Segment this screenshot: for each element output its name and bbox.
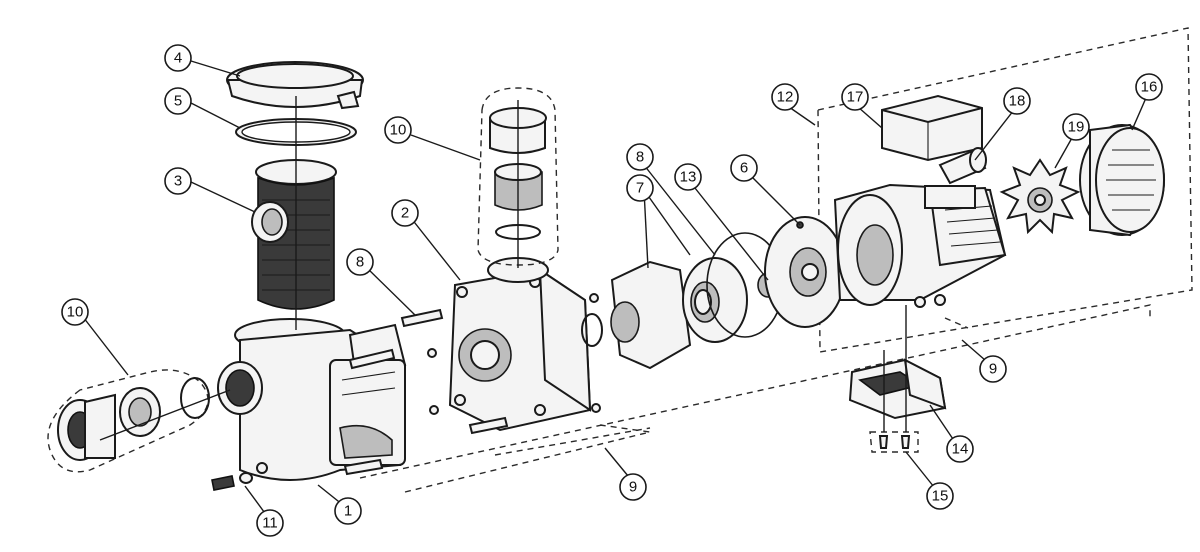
callout-19-label: 19 <box>1068 119 1085 136</box>
callout-16-label: 16 <box>1141 79 1158 96</box>
terminal-box <box>881 94 983 162</box>
callout-14-label: 14 <box>952 441 969 458</box>
fan-cover <box>1079 123 1166 237</box>
callout-15: 15 <box>926 482 954 510</box>
callout-3: 3 <box>164 167 192 195</box>
callout-10-left: 10 <box>61 298 89 326</box>
strainer-basket <box>251 159 337 310</box>
callout-8-left-label: 8 <box>356 254 364 271</box>
callout-9-right-label: 9 <box>989 361 997 378</box>
callout-9-bottom-label: 9 <box>629 479 637 496</box>
base-screws <box>878 305 911 449</box>
callout-1: 1 <box>334 497 362 525</box>
assembly-axes <box>99 96 519 441</box>
callout-18: 18 <box>1003 87 1031 115</box>
drain-plug <box>211 472 253 491</box>
callout-9-right: 9 <box>979 355 1007 383</box>
callout-2-label: 2 <box>401 205 409 222</box>
motor <box>833 183 1007 308</box>
bolts <box>343 293 601 476</box>
callout-19: 19 <box>1062 113 1090 141</box>
callout-1-label: 1 <box>344 503 352 520</box>
callout-5: 5 <box>164 87 192 115</box>
capacitor <box>938 147 987 185</box>
callout-16: 16 <box>1135 73 1163 101</box>
pump-lid <box>226 61 364 110</box>
callout-11: 11 <box>256 509 284 537</box>
assembly-outlines <box>359 27 1193 493</box>
callout-8-right-label: 8 <box>636 149 644 166</box>
callout-3-label: 3 <box>174 173 182 190</box>
callout-8-right: 8 <box>626 143 654 171</box>
motor-adapter <box>764 216 846 328</box>
callout-10-top: 10 <box>384 116 412 144</box>
callout-9-bottom: 9 <box>619 473 647 501</box>
callout-17-label: 17 <box>847 89 864 106</box>
callout-10-left-label: 10 <box>67 304 84 321</box>
callout-18-label: 18 <box>1009 93 1026 110</box>
callout-12: 12 <box>771 83 799 111</box>
callout-14: 14 <box>946 435 974 463</box>
leader-lines <box>79 60 1150 521</box>
callout-10-top-label: 10 <box>390 122 407 139</box>
motor-base <box>848 358 947 420</box>
callout-7-label: 7 <box>636 180 644 197</box>
pump-housing <box>217 318 407 481</box>
callout-6: 6 <box>730 154 758 182</box>
union-fitting-left <box>47 369 210 473</box>
callout-13-label: 13 <box>680 169 697 186</box>
callout-4: 4 <box>164 44 192 72</box>
callout-8-left: 8 <box>346 248 374 276</box>
cooling-fan <box>999 158 1081 235</box>
callout-2: 2 <box>391 199 419 227</box>
callout-15-label: 15 <box>932 488 949 505</box>
callout-11-label: 11 <box>262 515 278 532</box>
seal-plate <box>448 257 592 432</box>
callout-13: 13 <box>674 163 702 191</box>
callout-4-label: 4 <box>174 50 182 67</box>
diffuser <box>581 260 692 370</box>
callout-12-label: 12 <box>777 89 794 106</box>
impeller <box>682 257 748 343</box>
callout-7: 7 <box>626 174 654 202</box>
callout-5-label: 5 <box>174 93 182 110</box>
callout-6-label: 6 <box>740 160 748 177</box>
callout-17: 17 <box>841 83 869 111</box>
